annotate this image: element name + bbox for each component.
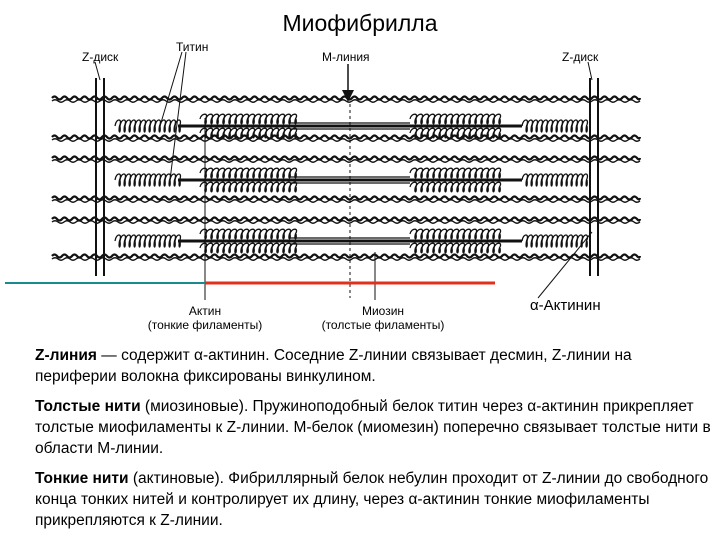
z-disk-left-pointer [94,61,101,81]
titin-pointer [169,51,187,181]
diagram-title: Миофибрилла [282,10,438,36]
thin-filament-strand [51,159,641,163]
z-disk-right-pointer [587,61,593,81]
m-line-arrowhead [342,90,354,102]
m-line-label: М-линия [322,50,370,64]
titin-label: Титин [176,40,209,54]
myosin-heads [409,127,502,139]
titin-spring [521,173,589,187]
thin-filament [51,195,642,201]
myosin-heads [199,127,298,139]
z-line-term: Z-линия [35,347,97,364]
alpha-actinin-label: α-Актинин [530,297,601,314]
myosin-heads [409,113,502,125]
thick-filaments-term: Толстые нити [35,398,141,415]
titin-spring [521,119,589,133]
thin-filament [51,253,642,259]
thin-filaments-paragraph: Тонкие нити (актиновые). Фибриллярный бе… [35,468,715,531]
thin-filament-strand [51,257,641,261]
thin-filaments-text: (актиновые). Фибриллярный белок небулин … [35,470,709,529]
z-line-paragraph: Z-линия — содержит α-актинин. Соседние Z… [35,345,715,387]
alpha-actinin-pointer [537,231,593,299]
thin-filament [51,155,642,161]
myosin-heads [409,228,502,240]
filament-group [5,51,642,300]
titin-spring [114,119,182,133]
titin-spring [114,173,182,187]
thick-filaments-paragraph: Толстые нити (миозиновые). Пружиноподобн… [35,396,715,459]
myosin-heads [199,167,298,179]
titin-spring [521,234,589,248]
myosin-heads [409,167,502,179]
myosin-heads [199,228,298,240]
z-disk-right-label: Z-диск [562,50,599,64]
myosin-heads [199,113,298,125]
thin-filament-strand [51,138,641,142]
thin-filament-strand [51,220,641,224]
thin-filament-strand [51,99,641,103]
myosin-name: Миозин [361,304,405,318]
myosin-heads [409,242,502,254]
titin-spring [114,234,182,248]
myosin-subtitle: (толстые филаменты) [321,318,445,332]
thin-filament [51,134,642,140]
thin-filament [51,216,642,222]
thick-filaments-text: (миозиновые). Пружиноподобный белок тити… [35,398,711,457]
thin-filaments-term: Тонкие нити [35,470,129,487]
thin-filament-strand [51,199,641,203]
z-disk-left-label: Z-диск [82,50,119,64]
actin-label: Актин (тонкие филаменты) [135,304,275,332]
actin-subtitle: (тонкие филаменты) [147,318,263,332]
actin-name: Актин [188,304,222,318]
z-line-text: — содержит α-актинин. Соседние Z-линии с… [35,347,632,385]
myosin-heads [199,242,298,254]
myosin-heads [199,181,298,193]
myosin-heads [409,181,502,193]
titin-pointer [159,51,183,127]
myosin-label: Миозин (толстые филаменты) [308,304,458,332]
